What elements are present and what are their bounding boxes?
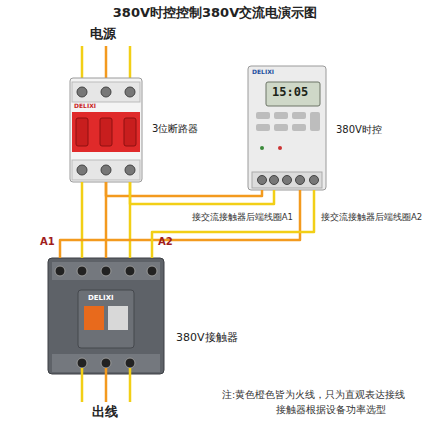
power-label: 电源	[90, 27, 116, 42]
device-name: 3位断路器	[152, 123, 198, 135]
device-box: 380V接触器	[48, 258, 164, 374]
brand-mark: DELIXI	[88, 294, 114, 302]
wire-connector	[152, 190, 314, 258]
timer-display: 15:05	[272, 86, 308, 100]
wire-connector	[81, 182, 84, 258]
timer-illustration	[248, 66, 326, 190]
brand-mark: DELIXI	[252, 69, 274, 76]
device-box: 3位断路器	[70, 78, 142, 182]
wire-connector	[130, 182, 274, 204]
breaker-illustration	[70, 78, 142, 182]
output-label: 出线	[92, 405, 118, 420]
diagram-title: 380V时控控制380V交流电演示图	[0, 6, 430, 21]
wire-connector	[60, 190, 300, 258]
wire-label: 接交流接触器后端线圈A2	[320, 213, 423, 223]
device-name: 380V时控	[336, 124, 382, 136]
device-box: 380V时控	[248, 66, 326, 190]
note-text: 接触器根据设备功率选型	[276, 405, 386, 416]
note-text: 注:黄色橙色皆为火线，只为直观表达接线	[222, 390, 405, 401]
device-name: 380V接触器	[176, 332, 238, 345]
output-wires	[82, 368, 130, 402]
contactor-illustration	[48, 258, 164, 374]
terminal-label: A1	[40, 236, 55, 248]
wire-label: 接交流接触器后端线圈A1	[191, 213, 294, 223]
terminal-label: A2	[158, 236, 173, 248]
brand-mark: DELIXI	[74, 103, 96, 110]
